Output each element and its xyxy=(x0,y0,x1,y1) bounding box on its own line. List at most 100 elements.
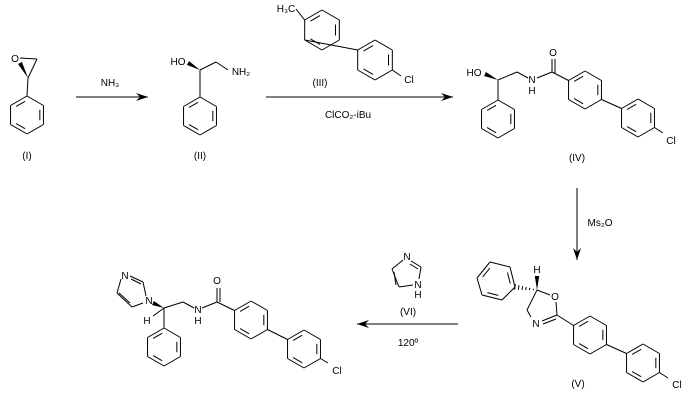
double-bond-line xyxy=(363,68,374,75)
biphenyl-ring-a-bond xyxy=(568,70,586,81)
biphenyl-ring-b-bond xyxy=(357,69,376,81)
biphenyl-ring-b-bond xyxy=(642,372,660,383)
bond xyxy=(606,344,627,354)
bond xyxy=(398,284,414,288)
bond xyxy=(526,309,532,318)
biphenyl-ring-a-bond xyxy=(573,344,591,355)
bond xyxy=(27,58,38,79)
phenyl-ring-bond xyxy=(476,277,483,296)
biphenyl-ring-a-bond xyxy=(584,70,602,81)
bond xyxy=(391,268,400,288)
double-bond-line xyxy=(486,127,497,134)
bond xyxy=(199,61,217,71)
biphenyl-ring-b-bond xyxy=(626,343,644,354)
biphenyl-ring-b-bond xyxy=(303,358,321,369)
double-bond-line xyxy=(626,126,637,133)
phenyl-ring-bond xyxy=(183,125,201,136)
double-bond-line xyxy=(239,305,250,312)
phenyl-ring-bond xyxy=(10,95,28,106)
bond xyxy=(295,8,306,21)
double-bond-line xyxy=(507,272,511,284)
phenyl-ring-bond xyxy=(481,99,499,110)
atom-label-O: O xyxy=(549,48,557,59)
double-bond-line xyxy=(631,371,642,378)
atom-label-N: N xyxy=(528,75,535,86)
phenyl-ring-bond xyxy=(509,266,516,288)
wedge-bond xyxy=(152,300,164,308)
atom-label-O: O xyxy=(551,292,559,303)
wedge-bond xyxy=(534,276,540,290)
atom-label-H: H xyxy=(533,265,540,276)
bond xyxy=(116,292,133,308)
double-bond-line xyxy=(239,328,250,335)
phenyl-ring-bond xyxy=(26,124,44,135)
double-bond-line xyxy=(486,104,497,111)
phenyl-ring-bond xyxy=(199,125,217,136)
bond xyxy=(542,318,557,325)
phenyl-ring-bond xyxy=(481,128,499,139)
wedge-bond xyxy=(186,61,200,70)
bond xyxy=(216,301,235,311)
compound-label-I: (I) xyxy=(22,151,31,162)
double-bond-line xyxy=(310,38,321,45)
phenyl-ring-bond xyxy=(199,96,217,107)
phenyl-ring-bond xyxy=(497,128,515,139)
phenyl-ring-bond xyxy=(163,356,181,367)
biphenyl-ring-b-bond xyxy=(287,358,305,369)
bond xyxy=(601,99,622,109)
bond xyxy=(536,71,553,79)
reagent-ms2o: Ms₂O xyxy=(588,218,613,229)
bond xyxy=(410,260,422,268)
bond xyxy=(118,292,131,304)
double-bond-line xyxy=(152,332,163,339)
phenyl-ring-bond xyxy=(476,261,491,279)
phenyl-ring-bond xyxy=(481,294,503,301)
compound-label-III: (III) xyxy=(313,78,328,89)
phenyl-ring-bond xyxy=(147,327,165,338)
bond xyxy=(201,301,218,309)
double-bond-line xyxy=(626,103,637,110)
biphenyl-ring-b-bond xyxy=(642,343,660,354)
double-bond-line xyxy=(578,343,589,350)
bond xyxy=(536,289,551,296)
double-bond-line xyxy=(573,75,584,82)
hashed-bond xyxy=(521,285,524,291)
epoxide-wedge-bond xyxy=(18,61,28,78)
bond xyxy=(526,289,538,311)
phenyl-ring-bond xyxy=(147,356,165,367)
biphenyl-ring-a-bond xyxy=(321,39,340,51)
atom-label-Cl: Cl xyxy=(672,380,681,391)
biphenyl-ring-a-bond xyxy=(568,99,586,110)
double-bond-line xyxy=(188,124,199,131)
bond xyxy=(26,77,29,97)
phenyl-ring-bond xyxy=(26,95,44,106)
atom-label-Cl: Cl xyxy=(404,75,413,86)
bond xyxy=(116,278,122,294)
bond xyxy=(516,71,529,79)
bond xyxy=(556,314,574,326)
double-bond-line xyxy=(188,101,199,108)
atom-label-NH2: NH₂ xyxy=(232,67,250,78)
phenyl-ring-bond xyxy=(163,327,181,338)
biphenyl-ring-b-bond xyxy=(374,39,393,51)
bond xyxy=(497,71,518,81)
double-bond-line xyxy=(578,320,589,327)
phenyl-ring-bond xyxy=(489,261,511,268)
biphenyl-ring-b-bond xyxy=(287,329,305,340)
bond xyxy=(130,278,142,285)
atom-label-H: H xyxy=(194,316,201,327)
double-bond-line xyxy=(15,123,26,130)
bond xyxy=(654,127,664,134)
bond xyxy=(129,275,144,283)
atom-label-O: O xyxy=(11,54,19,65)
biphenyl-ring-a-bond xyxy=(589,315,607,326)
atom-label-Cl: Cl xyxy=(666,136,675,147)
bond xyxy=(163,301,184,309)
hashed-bond xyxy=(517,285,520,290)
compound-label-II: (II) xyxy=(194,151,206,162)
atom-label-H: H xyxy=(528,86,535,97)
bond xyxy=(659,372,669,379)
biphenyl-ring-a-bond xyxy=(234,329,252,340)
